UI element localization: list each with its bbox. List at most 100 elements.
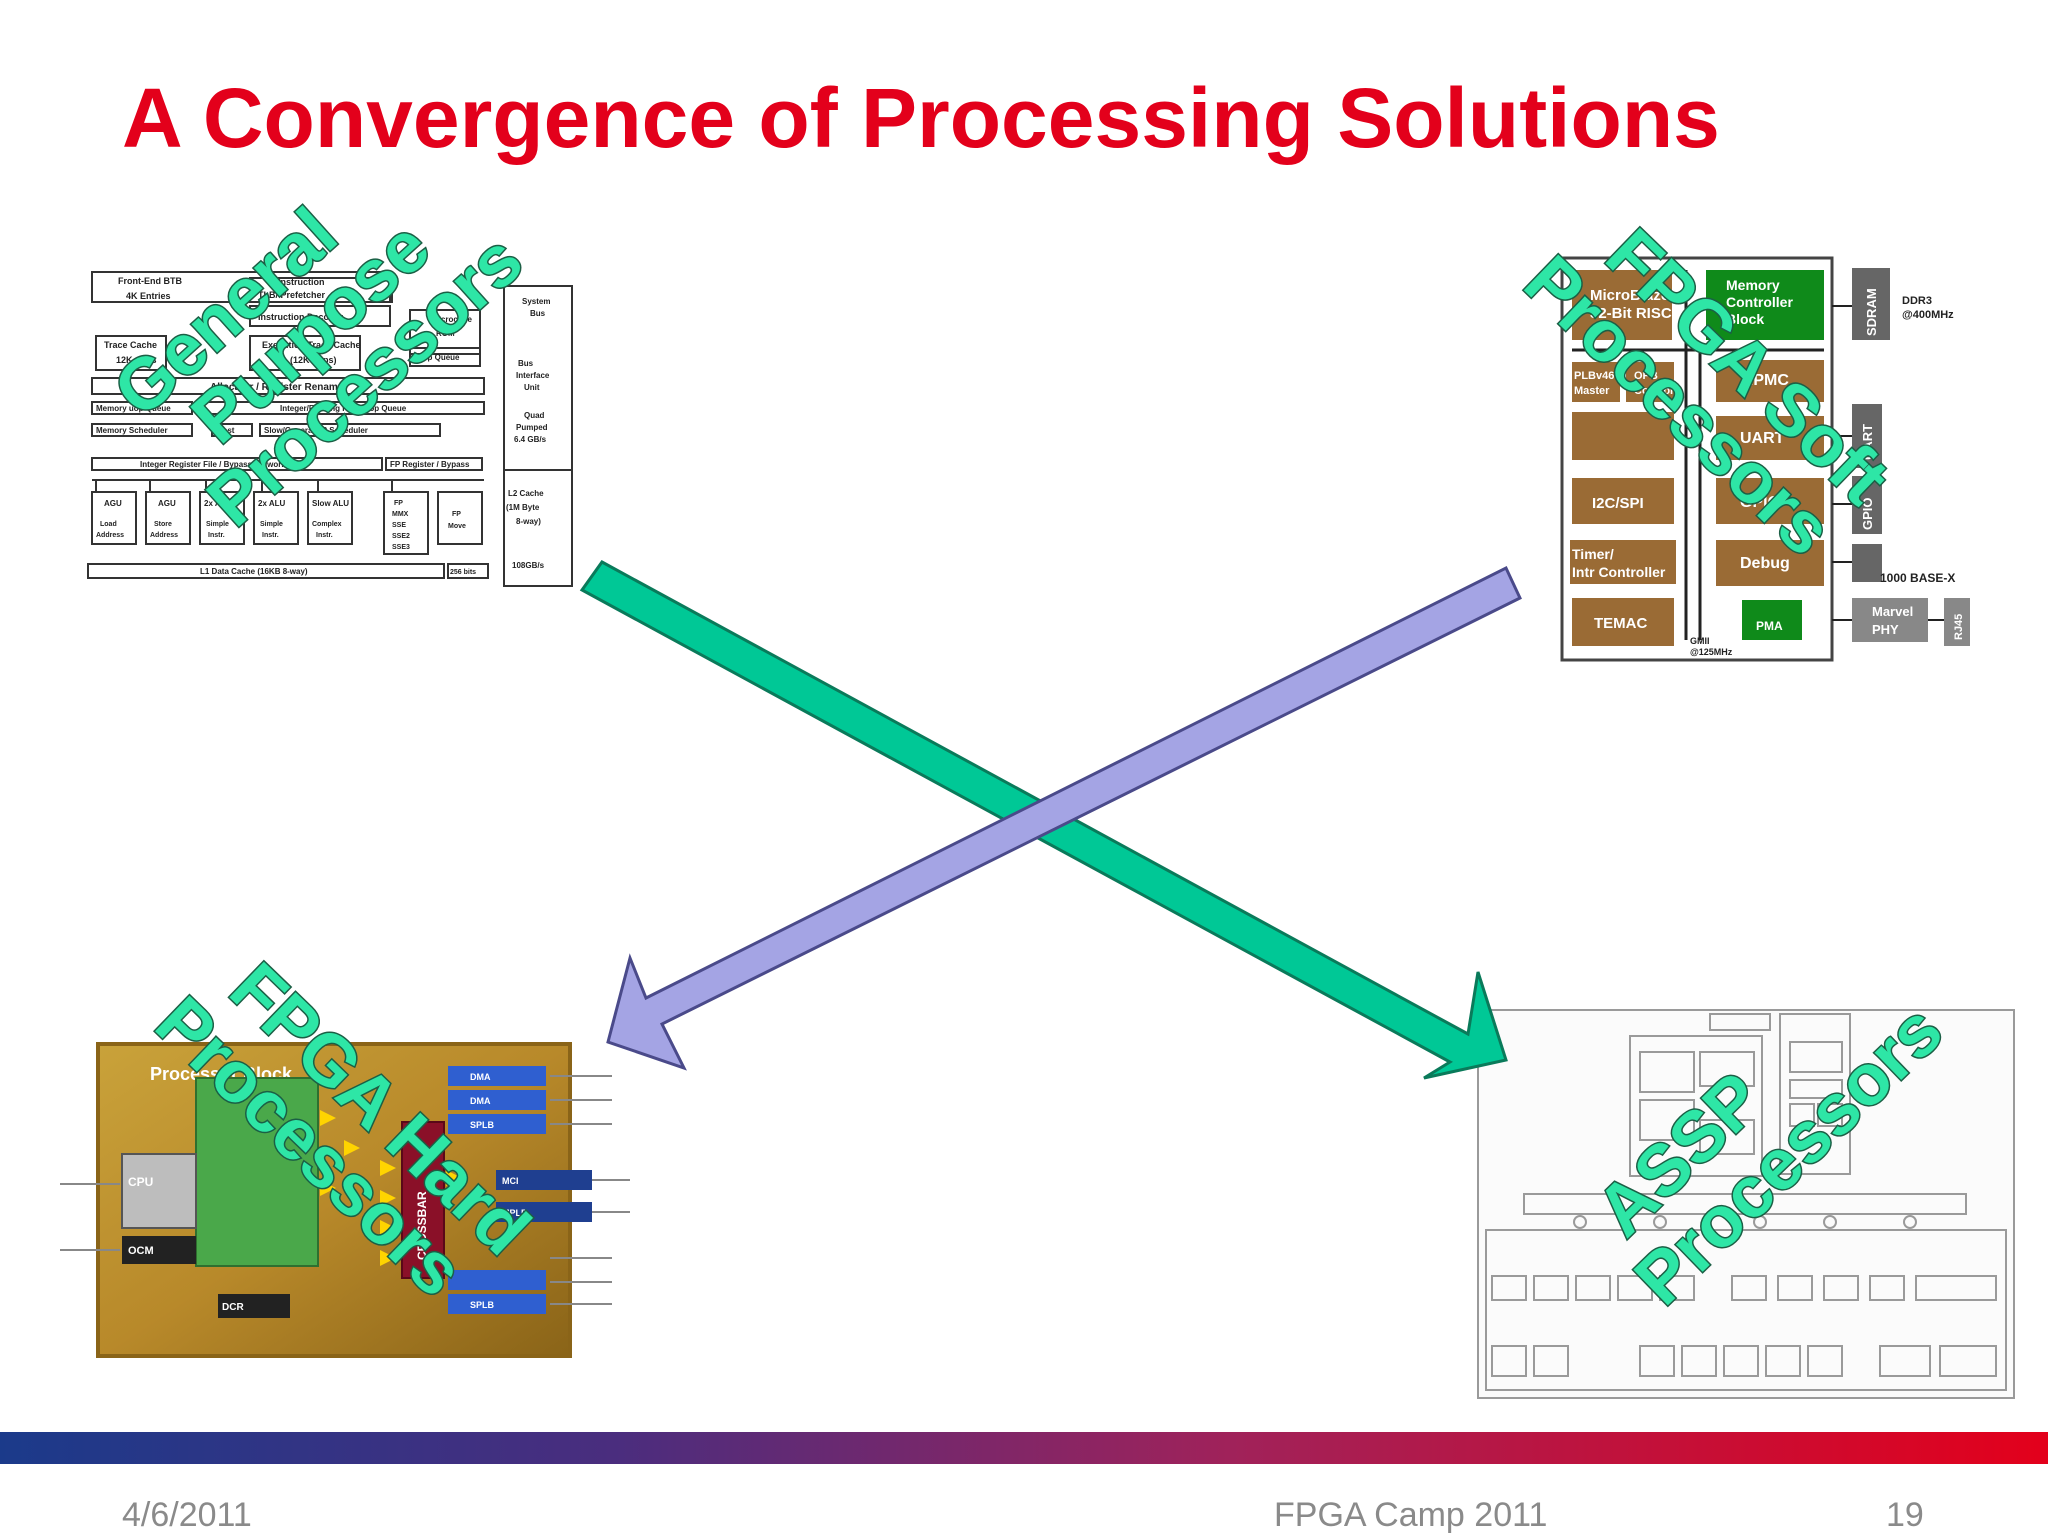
gpp-complex: Complex bbox=[312, 521, 342, 528]
gpp-allocator: Allocator / Register Renamer bbox=[210, 382, 347, 393]
gpp-store-address: Address bbox=[150, 532, 178, 539]
gpp-fp-2: FP bbox=[452, 511, 461, 518]
gpp-256-bits: 256 bits bbox=[450, 569, 476, 576]
ddr3-rate: @400MHz bbox=[1902, 309, 1954, 321]
gpp-simple-2: Simple bbox=[260, 521, 283, 528]
gpp-store: Store bbox=[154, 521, 172, 528]
sdram-label: SDRAM bbox=[1864, 288, 1879, 336]
gpp-bus: Bus bbox=[530, 309, 546, 318]
gpp-mmx: MMX bbox=[392, 511, 409, 518]
hard-mci-label: MCI bbox=[502, 1176, 519, 1186]
hard-ocm-label: OCM bbox=[128, 1245, 154, 1257]
debug-label: Debug bbox=[1740, 555, 1790, 572]
gpp-sse3: SSE3 bbox=[392, 544, 410, 551]
hard-splb-bottom: SPLB bbox=[470, 1300, 495, 1310]
purple-convergence-arrow bbox=[606, 565, 1522, 1071]
gpp-l2-size: (1M Byte bbox=[506, 503, 540, 512]
gmii-label: GMII bbox=[1690, 636, 1710, 646]
memory-controller-2: Controller bbox=[1726, 294, 1793, 310]
gpp-instruction-decoder: Instruction Decoder bbox=[258, 312, 344, 322]
footer-date: 4/6/2011 bbox=[122, 1496, 252, 1534]
gpp-quad: Quad bbox=[524, 411, 545, 420]
gpp-tlb-prefetcher: TLB/ Prefetcher bbox=[258, 290, 326, 300]
slide-title: A Convergence of Processing Solutions bbox=[122, 71, 1720, 165]
gpp-uop-queue: µop Queue bbox=[418, 353, 460, 362]
marvel-label: Marvel bbox=[1872, 604, 1913, 619]
gpp-unit: Unit bbox=[524, 383, 540, 392]
hard-cpu-label: CPU bbox=[128, 1175, 153, 1189]
intr-controller-label: Intr Controller bbox=[1572, 564, 1666, 580]
gpp-memory-uop-queue: Memory uop Queue bbox=[96, 404, 171, 413]
uart-port-label: UART bbox=[1860, 424, 1875, 460]
hard-splb-top: SPLB bbox=[470, 1120, 495, 1130]
mpmc-label: MPMC bbox=[1740, 372, 1789, 389]
hard-processor-block-diagram: Processor Block CPU OCM DCR CROSSBAR DMA… bbox=[60, 1042, 630, 1358]
gpp-agu-2: AGU bbox=[158, 499, 176, 508]
gpp-l2-cache: L2 Cache bbox=[508, 489, 544, 498]
gpp-agu-1: AGU bbox=[104, 499, 122, 508]
marvel-phy: PHY bbox=[1872, 622, 1899, 637]
uart-block-label: UART bbox=[1740, 430, 1785, 447]
plb-label: PLBv46 bbox=[1574, 370, 1614, 382]
footer-gradient-bar bbox=[0, 1432, 2048, 1464]
gpp-pumped: Pumped bbox=[516, 423, 548, 432]
gpp-integer-fp-queue: Integer/Floating Point uop Queue bbox=[280, 404, 407, 413]
hard-dma-mid: DMA bbox=[470, 1096, 491, 1106]
gpp-l2-assoc: 8-way) bbox=[516, 517, 541, 526]
gpp-instruction: Instruction bbox=[278, 277, 325, 287]
gpp-slow-fp-scheduler: Slow/General FP Scheduler bbox=[264, 426, 368, 435]
opb-control: Control bbox=[1634, 385, 1673, 397]
memory-controller-3: Block bbox=[1726, 311, 1764, 327]
gpp-integer-regfile: Integer Register File / Bypass Network bbox=[140, 460, 286, 469]
assp-block-diagram bbox=[1477, 1009, 2015, 1399]
microblaze-label: MicroBlaze bbox=[1590, 287, 1669, 304]
gpp-interface: Interface bbox=[516, 371, 550, 380]
gpp-rom: ROM bbox=[436, 329, 455, 338]
gpp-load-address: Address bbox=[96, 532, 124, 539]
base-x-label: 1000 BASE-X bbox=[1880, 571, 1955, 585]
soft-processor-block-diagram: MicroBlaze 32-Bit RISC Memory Controller… bbox=[1560, 256, 1970, 662]
gpp-fp-move: Move bbox=[448, 523, 466, 530]
pma-label: PMA bbox=[1756, 619, 1783, 633]
timer-label: Timer/ bbox=[1572, 546, 1614, 562]
gpp-execution-trace-size: (12K uops) bbox=[290, 355, 337, 365]
hard-dma-top: DMA bbox=[470, 1072, 491, 1082]
memory-controller-1: Memory bbox=[1726, 277, 1780, 293]
gmii-rate: @125MHz bbox=[1690, 647, 1733, 657]
microblaze-risc: 32-Bit RISC bbox=[1590, 305, 1672, 322]
gpp-fast-scheduler: Fast bbox=[218, 426, 235, 435]
gpp-sse: SSE bbox=[392, 522, 406, 529]
gpp-sse2: SSE2 bbox=[392, 533, 410, 540]
gpp-execution-trace: Execution Trace Cache bbox=[262, 340, 361, 350]
gpp-memory-scheduler: Memory Scheduler bbox=[96, 426, 168, 435]
temac-label: TEMAC bbox=[1594, 615, 1647, 632]
opb-label: OPB bbox=[1634, 370, 1658, 382]
gpp-bus-iface: Bus bbox=[518, 359, 534, 368]
gpp-front-end-btb: Front-End BTB bbox=[118, 276, 182, 286]
hard-crossbar-label: CROSSBAR bbox=[415, 1191, 429, 1260]
gpp-alu-2: 2x ALU bbox=[258, 499, 285, 508]
gpp-microcode: Microcode bbox=[432, 315, 473, 324]
gpp-instr-2: Instr. bbox=[262, 532, 279, 539]
hard-mplb-label: MPLB bbox=[502, 1208, 528, 1218]
gpp-trace-cache: Trace Cache bbox=[104, 340, 157, 350]
footer-event: FPGA Camp 2011 bbox=[1274, 1496, 1548, 1534]
plb-master: Master bbox=[1574, 385, 1610, 397]
gpp-instr-1: Instr. bbox=[208, 532, 225, 539]
gpp-complex-instr: Instr. bbox=[316, 532, 333, 539]
gpp-fp-regfile: FP Register / Bypass bbox=[390, 460, 470, 469]
gpp-slow-alu: Slow ALU bbox=[312, 499, 349, 508]
gpp-trace-cache-size: 12K uops bbox=[116, 355, 157, 365]
gpio-label: GPIO bbox=[1740, 494, 1780, 511]
gpio-port-label: GPIO bbox=[1860, 497, 1875, 530]
footer-page-number: 19 bbox=[1886, 1496, 1924, 1534]
gpp-fp: FP bbox=[394, 500, 403, 507]
gpp-label: General Purpose Processors bbox=[98, 192, 539, 544]
gpp-simple-1: Simple bbox=[206, 521, 229, 528]
rj45-label: RJ45 bbox=[1953, 614, 1965, 640]
gpp-block-diagram: Front-End BTB 4K Entries Instruction TLB… bbox=[87, 271, 573, 587]
gpp-l1-data: L1 Data Cache (16KB 8-way) bbox=[200, 567, 308, 576]
gpp-system: System bbox=[522, 297, 550, 306]
gpp-load: Load bbox=[100, 521, 117, 528]
